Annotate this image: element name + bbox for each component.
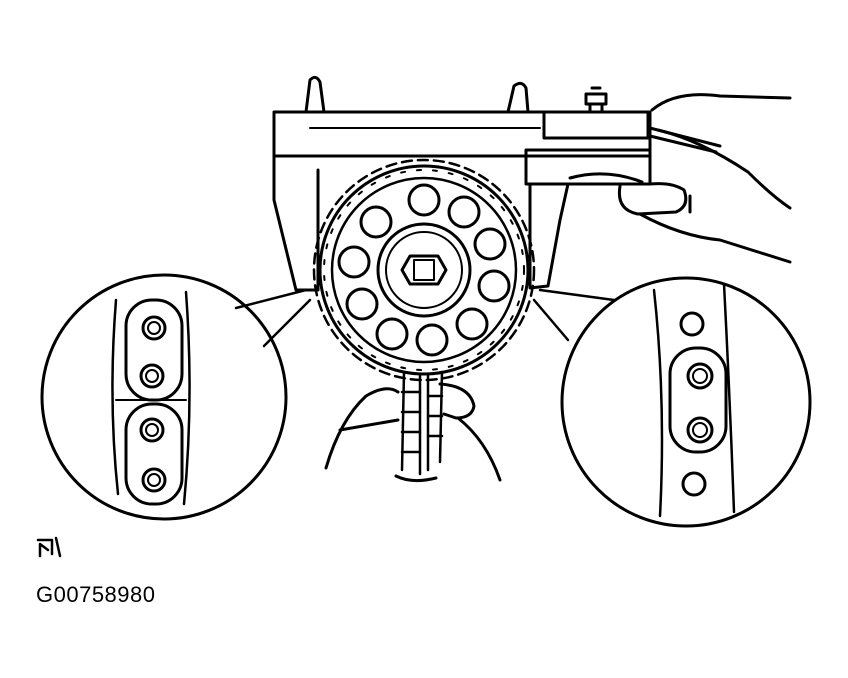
timing-chain bbox=[312, 158, 536, 476]
corner-mark-icon bbox=[36, 536, 62, 558]
hand-lower bbox=[324, 382, 502, 483]
figure-caption: G00758980 bbox=[36, 582, 156, 607]
hand-upper-right bbox=[568, 93, 792, 264]
left-detail-circle bbox=[40, 273, 288, 521]
right-detail-circle bbox=[560, 276, 812, 528]
sprocket bbox=[318, 164, 530, 376]
magnifier-leaders bbox=[234, 288, 616, 348]
